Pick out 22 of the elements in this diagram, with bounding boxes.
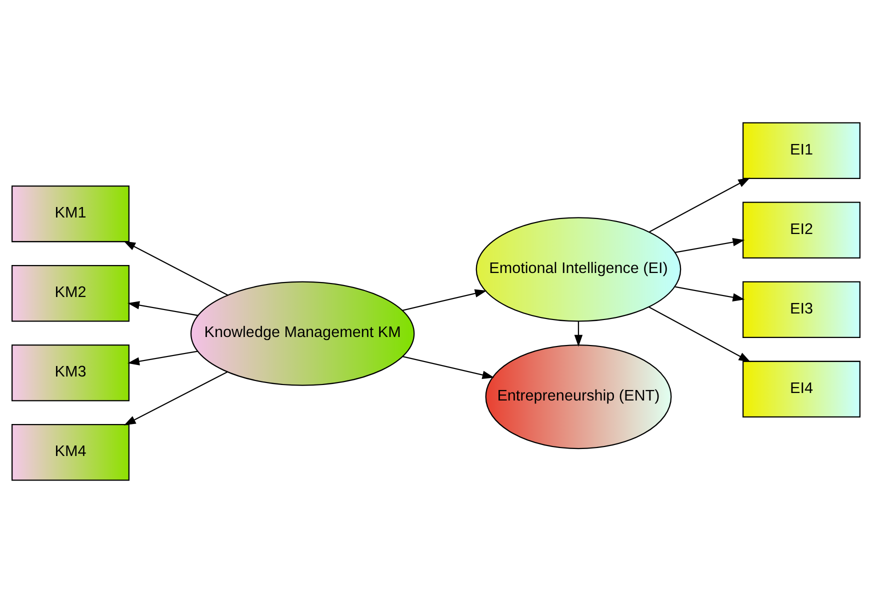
- arrow: [649, 177, 750, 232]
- node-box: KM4: [12, 424, 130, 480]
- arrow: [675, 238, 745, 252]
- arrow: [128, 350, 198, 365]
- node-box: EI1: [742, 122, 860, 178]
- arrow: [648, 306, 751, 362]
- node-box: EI2: [742, 201, 860, 258]
- arrow: [124, 370, 228, 425]
- node-ellipse: Knowledge Management KM: [190, 280, 415, 386]
- arrow: [128, 300, 198, 316]
- node-box: KM2: [12, 264, 130, 322]
- arrow: [675, 286, 745, 301]
- node-box: EI3: [742, 280, 860, 338]
- node-ellipse: Emotional Intelligence (EI): [476, 216, 682, 322]
- node-box: EI4: [742, 360, 860, 418]
- arrow: [402, 288, 487, 310]
- node-box: KM3: [12, 344, 130, 401]
- arrow: [124, 240, 228, 296]
- node-ellipse: Entrepreneurship (ENT): [485, 344, 672, 449]
- node-box: KM1: [12, 184, 130, 242]
- arrow: [402, 355, 494, 378]
- arrow: [574, 320, 583, 346]
